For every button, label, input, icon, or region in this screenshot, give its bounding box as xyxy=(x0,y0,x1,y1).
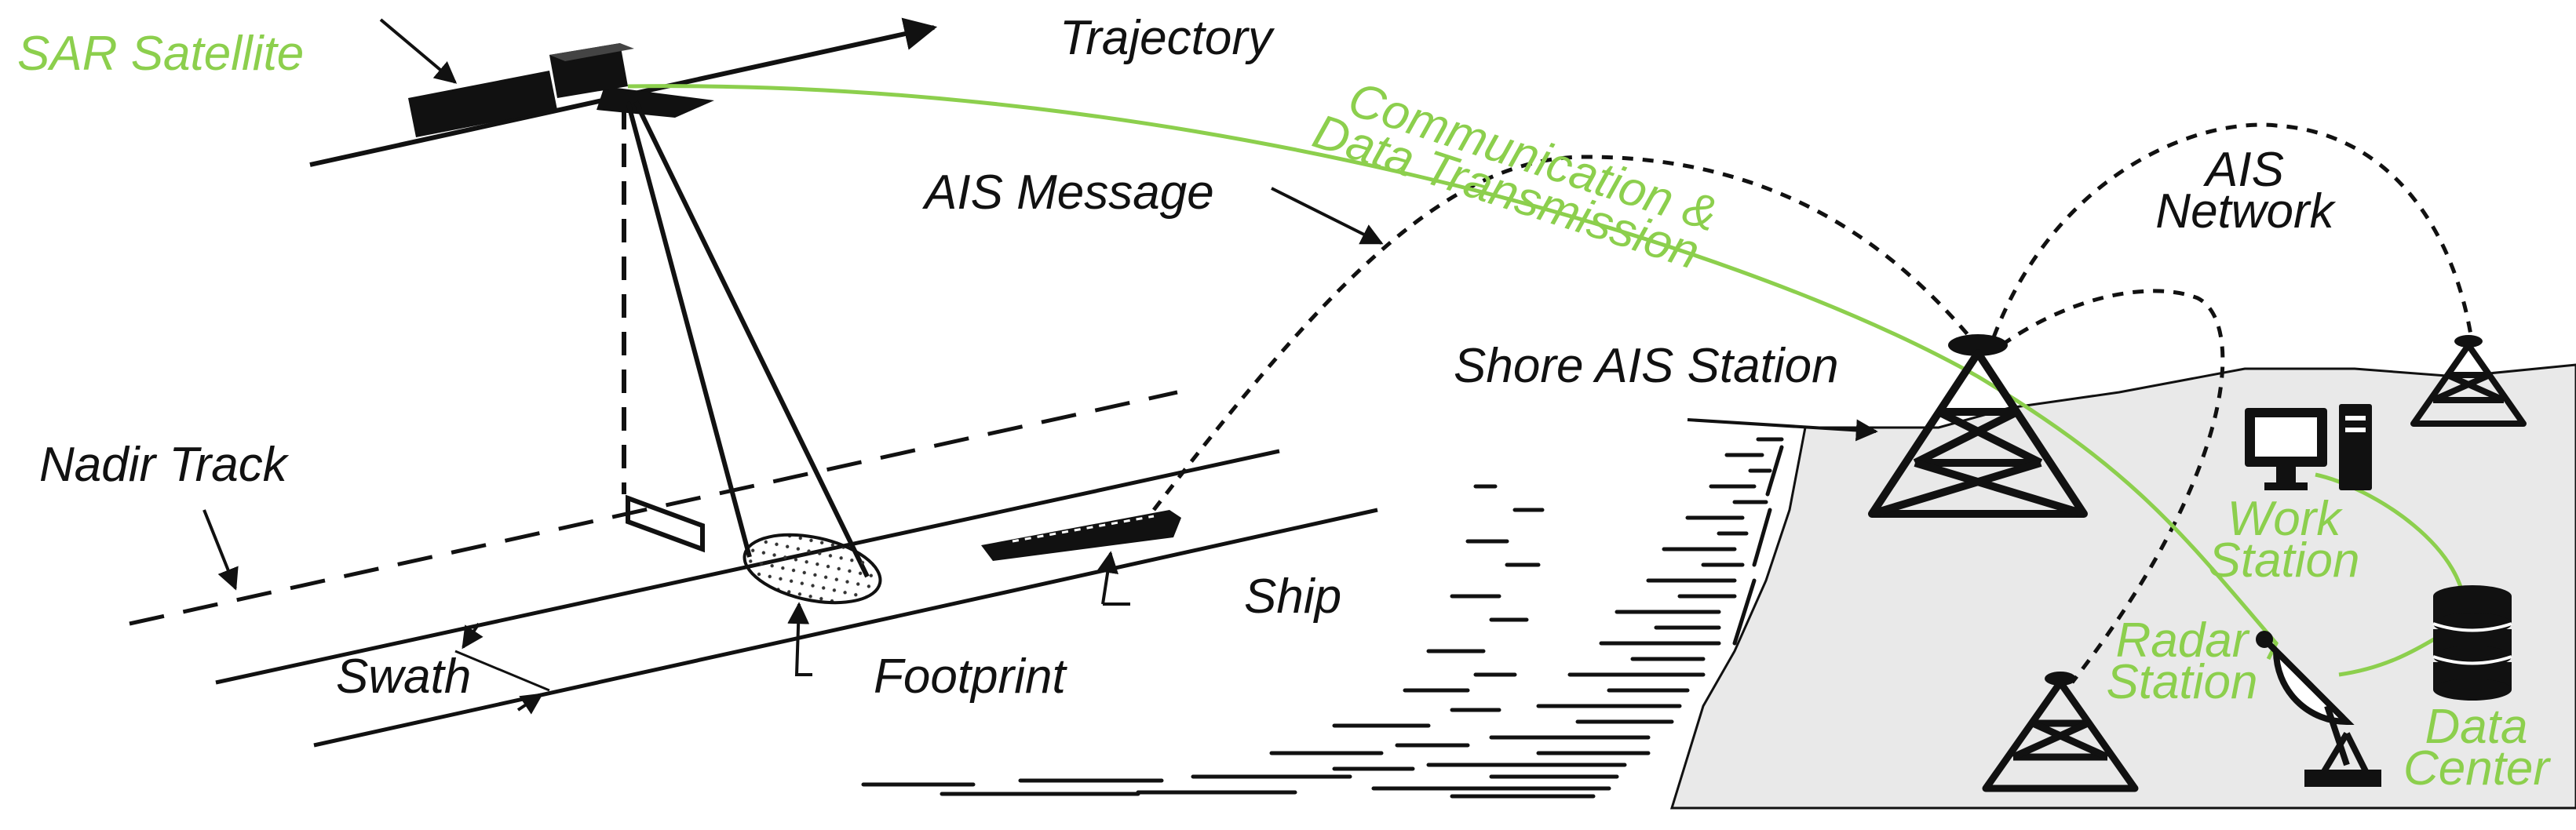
database-icon xyxy=(2432,585,2512,701)
work-station-label: Work Station xyxy=(2198,492,2370,588)
ais-network-label-line1: AIS xyxy=(2206,143,2284,197)
radar-station-label-line2: Station xyxy=(2106,655,2258,710)
ais-tower-icon xyxy=(2410,335,2527,427)
nadir-track-label: Nadir Track xyxy=(39,438,287,492)
data-center-label-line1: Data xyxy=(2425,700,2528,754)
ais-tower-icon xyxy=(1982,672,2139,792)
work-station-label-line2: Station xyxy=(2208,533,2360,588)
work-station-label-line1: Work xyxy=(2227,492,2341,546)
swath-label: Swath xyxy=(336,650,472,704)
ais-tower-icon xyxy=(1868,334,2088,518)
ship-label: Ship xyxy=(1244,570,1342,624)
footprint-label: Footprint xyxy=(874,650,1066,704)
radar-station-label: Radar Station xyxy=(2088,613,2276,710)
shore-ais-station-label: Shore AIS Station xyxy=(1454,339,1839,393)
computer-icon xyxy=(2245,404,2372,490)
data-center-label: Data Center xyxy=(2378,700,2574,796)
trajectory-label: Trajectory xyxy=(1060,11,1273,65)
ais-network-label-line2: Network xyxy=(2155,184,2334,239)
radar-dish-icon xyxy=(2256,631,2381,787)
sar-satellite-label: SAR Satellite xyxy=(17,27,305,81)
radar-station-label-line1: Radar xyxy=(2115,613,2249,668)
footprint-area xyxy=(743,533,882,605)
data-center-label-line2: Center xyxy=(2403,741,2550,796)
communication-label: Communication & Data Transmission xyxy=(1307,71,1724,280)
ship-icon xyxy=(981,510,1181,561)
coast-waves xyxy=(861,437,1784,799)
ais-message-label: AIS Message xyxy=(925,166,1214,220)
ais-network-label: AIS Network xyxy=(2135,143,2355,239)
annotation-arrows xyxy=(203,18,1878,715)
communication-link xyxy=(627,84,2279,661)
